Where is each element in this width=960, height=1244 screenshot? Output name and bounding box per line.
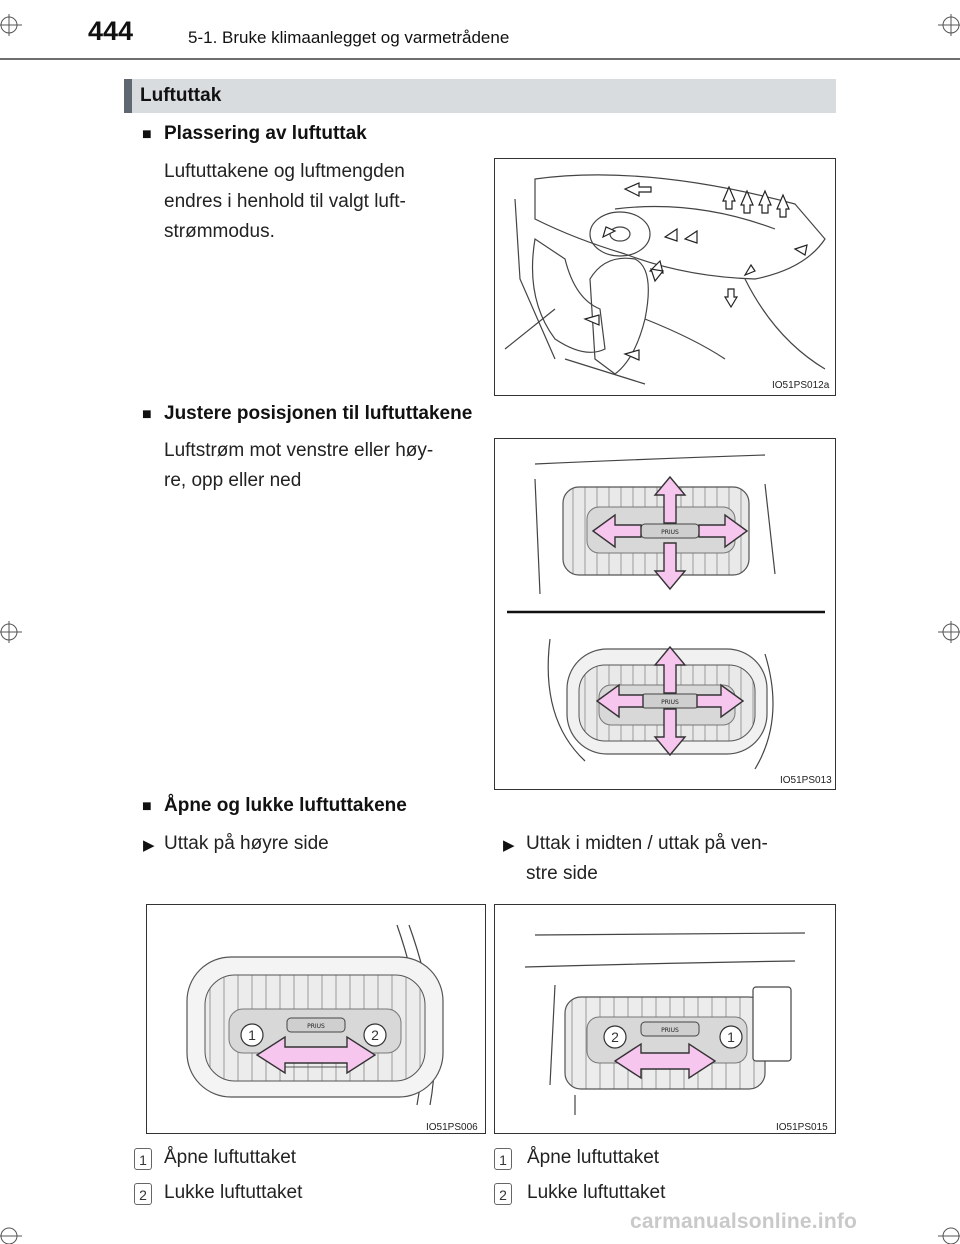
text-placement-line-1: Luftuttakene og luftmengden [164, 161, 405, 182]
vent-brand-label: PRIUS [661, 699, 679, 706]
callout-2: 2 [371, 1027, 379, 1043]
legend-text: Åpne luftuttaket [164, 1147, 297, 1168]
text-adjust-line-2: re, opp eller ned [164, 470, 302, 491]
square-bullet-icon: ■ [142, 406, 152, 423]
label-center-left-vent-line-1: Uttak i midten / uttak på ven- [526, 833, 768, 854]
legend-number: 2 [494, 1183, 512, 1205]
center-left-vent-illustration: PRIUS 2 1 [524, 932, 806, 1115]
callout-1: 1 [727, 1029, 735, 1045]
figure-vent-direction: PRIUS PRIUS [494, 438, 836, 790]
legend-number: 1 [494, 1148, 512, 1170]
heading-open-close: Åpne og lukke luftuttakene [164, 795, 407, 816]
watermark: carmanualsonline.info [630, 1210, 858, 1233]
legend-text: Lukke luftuttaket [164, 1182, 303, 1203]
figure-code-center-left-vent: IO51PS015 [776, 1122, 828, 1133]
page-number: 444 [88, 16, 134, 46]
legend-text: Åpne luftuttaket [527, 1147, 660, 1168]
section-title: Luftuttak [140, 85, 222, 106]
label-right-side-vent: Uttak på høyre side [164, 833, 329, 854]
chapter-title: 5-1. Bruke klimaanlegget og varmetrådene [188, 28, 510, 47]
legend-text: Lukke luftuttaket [527, 1182, 666, 1203]
right-vent-illustration: PRIUS 1 2 [186, 924, 444, 1106]
legend-number: 1 [134, 1148, 152, 1170]
figure-interior-vents [494, 158, 836, 396]
callout-2: 2 [611, 1029, 619, 1045]
header-rule [0, 58, 960, 60]
figure-center-left-vent: PRIUS 2 1 [494, 904, 836, 1134]
heading-adjust: Justere posisjonen til luftuttakene [164, 403, 473, 424]
square-bullet-icon: ■ [142, 126, 152, 143]
heading-placement: Plassering av luftuttak [164, 123, 367, 144]
triangle-marker-icon: ▶ [143, 837, 155, 854]
text-placement-line-3: strømmodus. [164, 221, 275, 242]
figure-right-vent: PRIUS 1 2 [146, 904, 486, 1134]
figure-code-placement: IO51PS012a [772, 380, 830, 391]
section-band [124, 79, 836, 113]
vent-direction-illustration: PRIUS PRIUS [507, 454, 825, 770]
legend-number: 2 [134, 1183, 152, 1205]
label-center-left-vent-line-2: stre side [526, 863, 598, 884]
interior-illustration [504, 174, 826, 385]
figure-code-right-vent: IO51PS006 [426, 1122, 478, 1133]
text-adjust-line-1: Luftstrøm mot venstre eller høy- [164, 440, 434, 461]
triangle-marker-icon: ▶ [503, 837, 515, 854]
square-bullet-icon: ■ [142, 798, 152, 815]
figure-code-adjust: IO51PS013 [780, 775, 832, 786]
vent-brand-label: PRIUS [661, 529, 679, 536]
vent-brand-label: PRIUS [307, 1023, 325, 1030]
vent-brand-label: PRIUS [661, 1027, 679, 1034]
text-placement-line-2: endres i henhold til valgt luft- [164, 191, 406, 212]
callout-1: 1 [248, 1027, 256, 1043]
